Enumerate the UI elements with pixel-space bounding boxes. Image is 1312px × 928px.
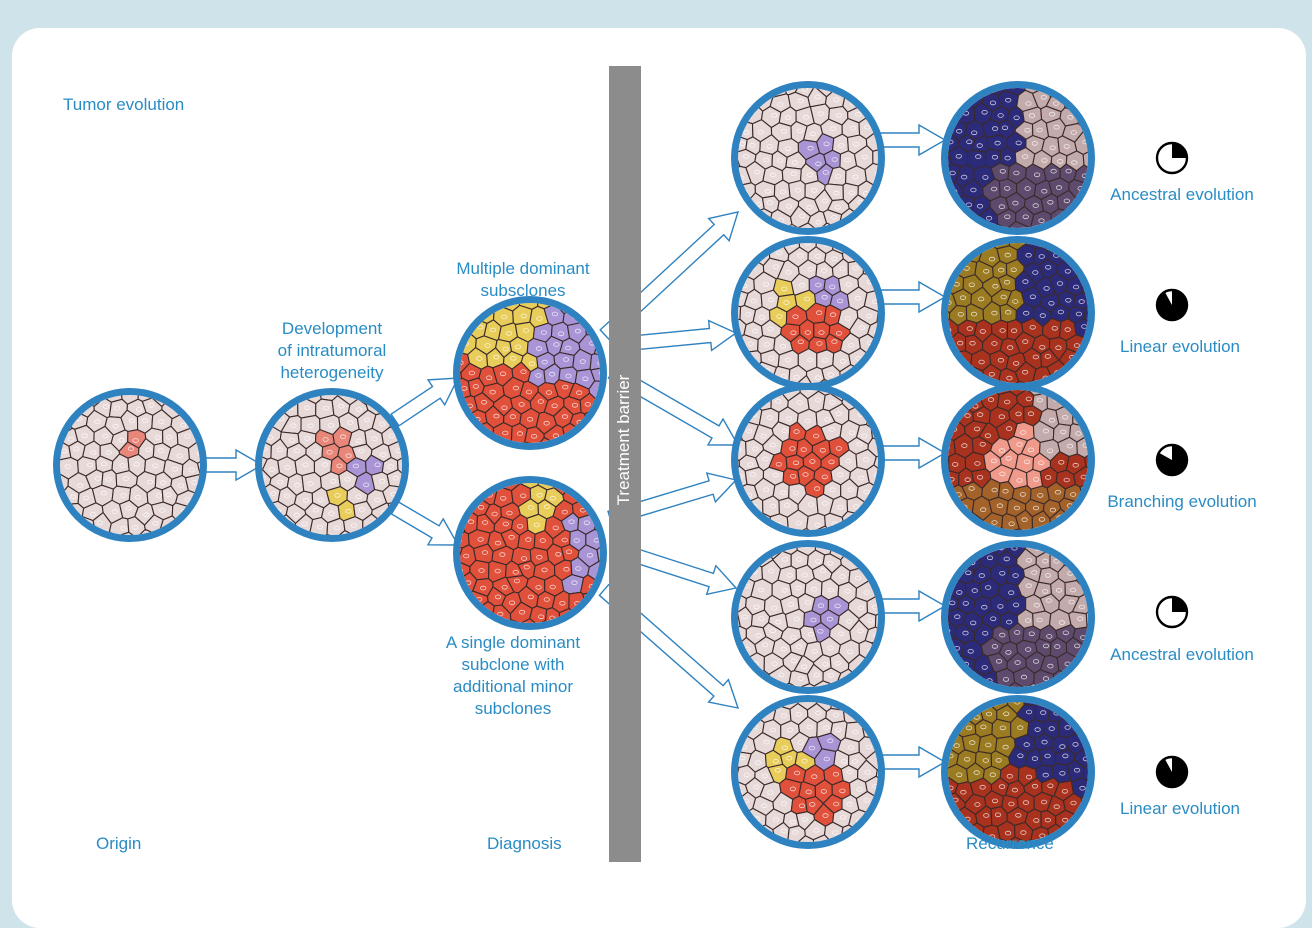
arrow-recur-4 [879, 589, 947, 623]
arrow-recur-2 [879, 280, 947, 314]
circle-final-5 [941, 695, 1095, 849]
circle-recur-5 [731, 695, 885, 849]
arrow-origin-to-heterogeneity [202, 448, 264, 482]
arrow-to-multiple [390, 377, 460, 427]
outcome-label-5: Linear evolution [1119, 799, 1241, 818]
pie-icon-1 [1155, 141, 1189, 175]
arrow-recur-1 [879, 123, 947, 157]
pie-icon-4 [1155, 595, 1189, 629]
arrow-recur-3 [879, 436, 947, 470]
circle-final-1 [941, 81, 1095, 235]
circle-multiple-dominant [453, 296, 607, 450]
circle-final-3 [941, 383, 1095, 537]
diagram-title: Tumor evolution [63, 95, 185, 114]
circle-final-2 [941, 236, 1095, 390]
outcome-label-3: Branching evolution [1107, 492, 1257, 511]
stage-origin: Origin [96, 834, 142, 853]
circle-recur-1 [731, 81, 885, 235]
circle-heterogeneity [255, 388, 409, 542]
outcome-label-2: Linear evolution [1119, 337, 1241, 356]
circle-final-4 [941, 540, 1095, 694]
stage-recurrence: Recurrence [966, 834, 1054, 853]
arrow-to-single [390, 501, 460, 546]
circle-origin [53, 388, 207, 542]
pie-icon-2 [1155, 288, 1189, 322]
circle-recur-4 [731, 540, 885, 694]
arrow-recur-5 [879, 745, 947, 779]
treatment-barrier [609, 66, 641, 862]
outcome-label-4: Ancestral evolution [1110, 645, 1254, 664]
pie-icon-5 [1155, 755, 1189, 789]
circle-recur-2 [731, 236, 885, 390]
circle-recur-3 [731, 383, 885, 537]
pie-icon-3 [1155, 443, 1189, 477]
circle-single-dominant [453, 476, 607, 630]
outcome-label-1: Ancestral evolution [1110, 185, 1254, 204]
stage-diagnosis: Diagnosis [487, 834, 562, 853]
treatment-barrier-label: Treatment barrier [614, 374, 633, 506]
